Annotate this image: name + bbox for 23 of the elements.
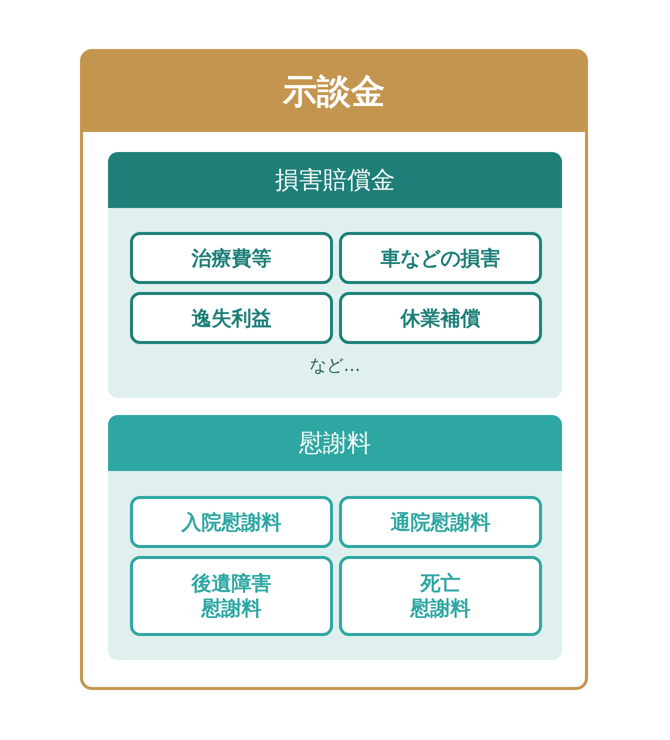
panel-heading: 示談金 — [83, 52, 585, 132]
category-panel — [108, 152, 562, 398]
category-panel — [108, 415, 562, 660]
item-card — [130, 232, 333, 284]
item-label: 通院慰謝料 — [390, 510, 490, 534]
item-label: 逸失利益 — [192, 306, 272, 330]
panel-heading: 損害賠償金 — [108, 152, 562, 208]
item-card — [339, 496, 542, 548]
item-label: 後遺障害慰謝料 — [192, 571, 272, 621]
item-card — [339, 292, 542, 344]
item-label: 入院慰謝料 — [182, 510, 282, 534]
panel-heading: 慰謝料 — [108, 415, 562, 471]
item-label: 死亡慰謝料 — [410, 571, 470, 621]
item-label: 治療費等 — [192, 246, 272, 270]
item-card — [339, 232, 542, 284]
outer-frame — [80, 49, 588, 690]
item-card — [339, 556, 542, 636]
item-card — [130, 292, 333, 344]
item-label: 車などの損害 — [380, 246, 500, 270]
item-label: 休業補償 — [400, 306, 480, 330]
note-text: など… — [308, 355, 362, 377]
item-card — [130, 556, 333, 636]
item-card — [130, 496, 333, 548]
